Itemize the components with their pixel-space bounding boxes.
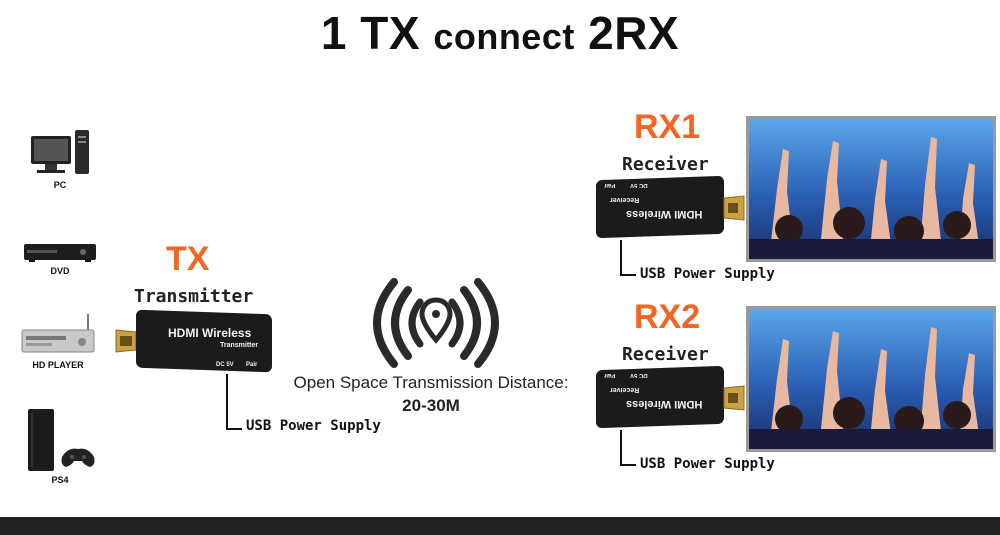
pair-button-label: Pair [604, 372, 616, 378]
wireless-signal-icon [373, 278, 499, 368]
title-connect: connect [433, 16, 575, 57]
rx1-label: RX1 [634, 108, 701, 146]
rx1-receiver-label: Receiver [622, 154, 709, 175]
tv-screen-2 [746, 306, 996, 452]
diagram-title: 1 TX connect 2RX [0, 6, 1000, 60]
device-sub-text: Receiver [610, 386, 640, 393]
receiver-2-device: HDMI Wireless Receiver DC 5V Pair [596, 365, 748, 430]
device-label: PS4 [51, 475, 69, 485]
bottom-bar [0, 517, 1000, 535]
dvd-player-icon [24, 244, 96, 262]
transmitter-label: Transmitter [134, 286, 254, 307]
tx-label: TX [166, 240, 210, 278]
pair-button-label: Pair [246, 362, 258, 368]
pc-icon [31, 130, 89, 174]
dc-port-label: DC 5V [216, 362, 234, 368]
device-brand-text: HDMI Wireless [626, 398, 703, 410]
title-tx: 1 TX [320, 7, 421, 59]
hdmi-connector-icon [723, 385, 745, 411]
concert-crowd-image [749, 119, 993, 259]
device-pc: PC [20, 128, 100, 190]
rx1-usb-label: USB Power Supply [640, 266, 775, 282]
transmission-distance-value: 20-30M [402, 396, 460, 415]
ps4-console-icon [28, 409, 95, 471]
tv-screen-1 [746, 116, 996, 262]
concert-crowd-image [749, 309, 993, 449]
device-sub-text: Receiver [610, 196, 640, 203]
device-ps4: PS4 [20, 405, 100, 485]
device-dvd: DVD [20, 238, 100, 276]
dc-port-label: DC 5V [630, 182, 648, 188]
title-rx: 2RX [588, 7, 680, 59]
receiver-1-device: HDMI Wireless Receiver DC 5V Pair [596, 175, 748, 240]
tx-usb-label: USB Power Supply [246, 418, 381, 434]
device-label: DVD [50, 266, 70, 276]
tx-usb-cable [226, 374, 242, 430]
pair-button-label: Pair [604, 182, 616, 188]
transmitter-device: HDMI Wireless Transmitter DC 5V Pair [110, 306, 280, 374]
rx2-receiver-label: Receiver [622, 344, 709, 365]
device-brand-text: HDMI Wireless [168, 326, 252, 340]
rx2-usb-cable [620, 430, 636, 466]
device-sub-text: Transmitter [220, 342, 259, 349]
dc-port-label: DC 5V [630, 372, 648, 378]
device-label: HD PLAYER [32, 360, 84, 370]
device-brand-text: HDMI Wireless [626, 208, 703, 220]
rx2-label: RX2 [634, 298, 701, 336]
device-label: PC [53, 180, 67, 190]
device-hd-player: HD PLAYER [18, 312, 98, 370]
rx1-usb-cable [620, 240, 636, 276]
transmission-distance-label: Open Space Transmission Distance: [293, 373, 569, 392]
hdmi-connector-icon [723, 195, 745, 221]
hd-player-icon [21, 314, 95, 353]
rx2-usb-label: USB Power Supply [640, 456, 775, 472]
